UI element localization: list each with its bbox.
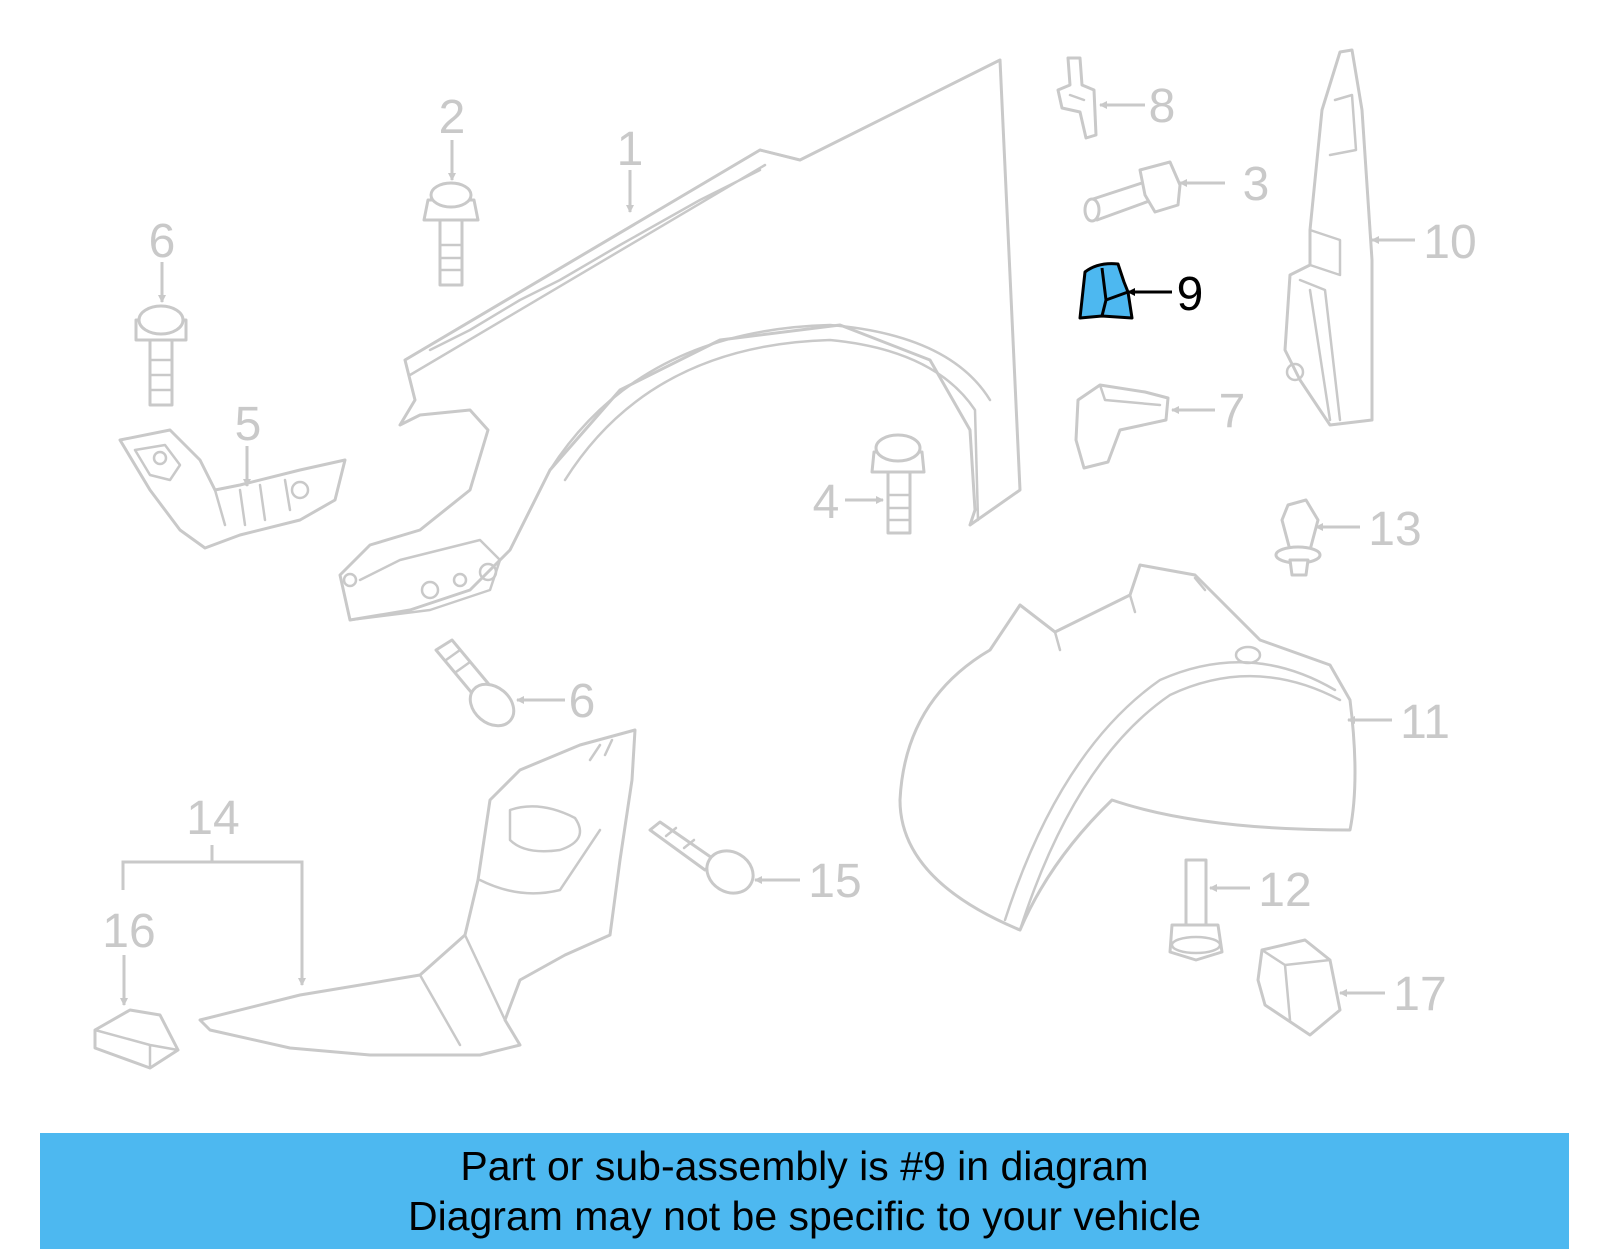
bolt-part-12 [1168, 858, 1224, 962]
callout-5: 5 [235, 398, 262, 451]
bolt-part-4 [870, 433, 926, 535]
callout-16: 16 [102, 905, 155, 958]
block-clip-part-17 [1256, 938, 1342, 1037]
banner-line-1: Part or sub-assembly is #9 in diagram [460, 1143, 1149, 1189]
callout-15: 15 [808, 855, 861, 908]
info-banner: Part or sub-assembly is #9 in diagram Di… [40, 1133, 1569, 1249]
bolt-part-6-lower [434, 638, 516, 728]
callout-14: 14 [186, 792, 239, 845]
bolt-part-6-upper [134, 304, 188, 407]
wheel-liner-part-11 [898, 563, 1357, 932]
callout-9: 9 [1177, 268, 1204, 321]
callout-6-upper: 6 [149, 215, 176, 268]
callout-3: 3 [1243, 158, 1270, 211]
callout-11: 11 [1400, 696, 1450, 749]
callout-6-lower: 6 [569, 675, 596, 728]
bracket-part-7 [1074, 383, 1170, 470]
panel-part-10 [1283, 48, 1374, 427]
callout-10: 10 [1423, 216, 1476, 269]
callout-12: 12 [1258, 864, 1311, 917]
callout-2: 2 [439, 91, 466, 144]
fender-part [338, 58, 1022, 622]
clip-part-9-highlighted [1078, 262, 1134, 320]
callout-7: 7 [1219, 385, 1246, 438]
bolt-part-15 [648, 820, 755, 895]
bolt-part-3 [1083, 160, 1182, 223]
callout-labels: 1 2 3 4 5 6 6 7 8 9 10 11 12 13 14 15 16… [102, 80, 1476, 1021]
callout-4: 4 [813, 476, 840, 529]
callout-13: 13 [1368, 503, 1421, 556]
banner-line-2: Diagram may not be specific to your vehi… [407, 1193, 1201, 1239]
bolt-part-2 [422, 181, 480, 287]
small-clip-part-16 [93, 1008, 180, 1070]
under-shield-part-14 [198, 728, 637, 1057]
leader-lines [120, 101, 1415, 1006]
clip-part-8 [1056, 56, 1098, 140]
push-clip-part-13 [1274, 498, 1322, 577]
callout-17: 17 [1393, 968, 1446, 1021]
bracket-part-5 [118, 428, 347, 550]
callout-8: 8 [1149, 80, 1176, 133]
callout-1: 1 [617, 123, 644, 176]
